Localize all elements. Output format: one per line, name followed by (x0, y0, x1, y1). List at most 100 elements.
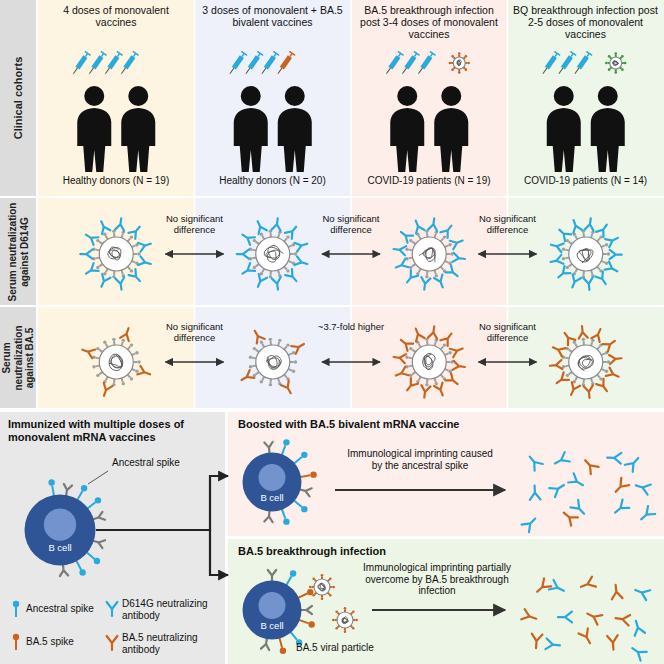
antibody (615, 613, 630, 626)
spike-head (332, 586, 335, 589)
syringe-barrel (107, 55, 119, 69)
spike-head (335, 610, 338, 613)
spike-head (352, 610, 355, 613)
person-silhouette (77, 86, 111, 172)
antibody (584, 385, 594, 398)
virus-particle (449, 52, 470, 73)
spike-head (286, 269, 289, 272)
antibody (107, 602, 118, 616)
antibody (129, 269, 144, 284)
legend-spike-icon (15, 640, 17, 650)
spike-head (253, 239, 256, 242)
subheading: Healthy donors (N = 20) (195, 175, 351, 187)
virus-envelope (256, 345, 290, 379)
syringe-plunger (273, 51, 279, 55)
syringe-plunger (570, 51, 576, 55)
spike-head (286, 235, 289, 238)
antibody (577, 326, 587, 339)
spike-head (278, 339, 281, 342)
syringe-needle (575, 68, 579, 74)
syringe-needle (559, 68, 563, 74)
syringe-needle (402, 68, 406, 74)
spike-head (253, 374, 256, 377)
spike-stalk (300, 475, 311, 477)
spike-head (130, 269, 133, 272)
column-ground (38, 0, 195, 408)
row-label-band: Serum neutralization against D614G (0, 198, 36, 305)
antibody (631, 619, 645, 635)
person-head (554, 86, 574, 106)
column-divider (507, 0, 509, 408)
subheading: COVID-19 patients (N = 14) (508, 175, 664, 187)
legend-text: Ancestral spike (26, 603, 106, 615)
spike-stalk (86, 552, 94, 559)
antibody (579, 628, 595, 645)
antibody (84, 263, 99, 277)
spike-head (94, 558, 100, 564)
comparison-label: No significant difference (159, 214, 231, 236)
spike-head (409, 239, 412, 242)
spike-head (344, 630, 347, 633)
virus-envelope (412, 345, 446, 379)
syringe-needle (89, 68, 93, 74)
syringe-barrel (123, 55, 135, 69)
syringe-needle (121, 68, 125, 74)
heading: BQ breakthrough infection post 2-5 doses… (512, 4, 660, 40)
b-cell: B cell (242, 452, 302, 512)
antibody (239, 370, 254, 384)
spike-head (310, 471, 316, 477)
comparison-arrow (166, 361, 224, 362)
antibody (264, 511, 273, 523)
syringe-plunger (398, 51, 404, 55)
person-body (278, 108, 312, 172)
spike-head (103, 233, 106, 236)
spike-head (409, 347, 412, 350)
antibody (549, 481, 567, 498)
column-ground (351, 0, 508, 408)
antibody (602, 337, 617, 351)
antibody (420, 277, 431, 290)
syringe-barrel (75, 55, 87, 69)
syringe (103, 51, 123, 75)
antibody (237, 250, 249, 259)
spike-head (355, 619, 358, 622)
b-cell-nucleus (44, 508, 76, 540)
antibody (398, 336, 413, 351)
panel: Boosted with BA.5 bivalent mRNA vaccineB… (228, 412, 664, 536)
legend-text: BA.5 neutralizing antibody (122, 632, 220, 655)
viral-rna (264, 246, 283, 263)
antibody (581, 457, 598, 474)
syringe-barrel (404, 55, 416, 69)
antibody (83, 231, 98, 245)
spike-head (329, 594, 332, 597)
antibody (522, 515, 539, 532)
spike-head (135, 351, 138, 354)
viral-rna (342, 617, 348, 624)
spike-head (103, 341, 106, 344)
antibody (295, 256, 309, 268)
virus-particle (92, 338, 140, 387)
spike-head (96, 266, 99, 269)
spike-stalk (293, 500, 301, 507)
viral-rna (318, 583, 326, 591)
virus-envelope (337, 612, 353, 628)
syringe-needle (278, 68, 282, 74)
person-silhouette (547, 86, 581, 172)
cohort-column: 4 doses of monovalent vaccinesHealthy do… (38, 0, 195, 408)
syringe-needle (105, 68, 109, 74)
spike-head (96, 239, 99, 242)
antibody (434, 383, 447, 398)
spike-head (253, 347, 256, 350)
antibody (452, 253, 465, 264)
syringe-plunger (133, 51, 139, 55)
antibody (605, 262, 620, 276)
leader-line (88, 471, 108, 484)
spike-head (566, 239, 569, 242)
syringe (400, 51, 420, 75)
antibody (115, 218, 126, 231)
b-cell-membrane (243, 453, 302, 512)
antibody (558, 612, 572, 623)
arrow-label: Immunological imprinting partially overc… (362, 562, 512, 597)
spike-stalk (87, 502, 96, 509)
spike-stalk (297, 594, 307, 599)
